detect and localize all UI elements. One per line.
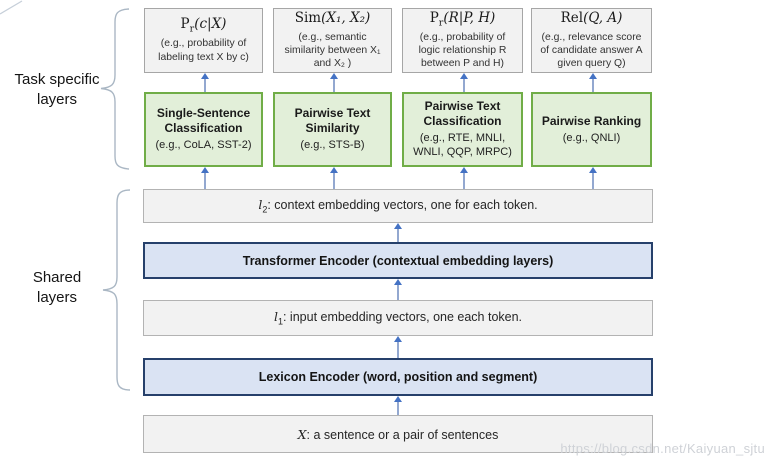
watermark-url: https://blog.csdn.net/Kaiyuan_sjtu xyxy=(560,441,765,456)
module-title: Pairwise Text Similarity xyxy=(294,106,371,136)
module-pairwise-ranking: Pairwise Ranking (e.g., QNLI) xyxy=(531,92,652,167)
top-left-artifact-line xyxy=(0,0,23,15)
flow-arrow-up xyxy=(329,167,338,189)
formula-caption: (e.g., semantic similarity between X₁ an… xyxy=(284,31,381,70)
formula-caption: (e.g., probability of labeling text X by… xyxy=(158,38,249,63)
flow-arrow-up xyxy=(200,167,209,189)
module-pairwise-text-similarity: Pairwise Text Similarity (e.g., STS-B) xyxy=(273,92,392,167)
module-examples: (e.g., RTE, MNLI, WNLI, QQP, MRPC) xyxy=(413,132,512,158)
formula-rel-q-a: Rel(Q, A) xyxy=(560,9,623,26)
lexicon-encoder-bar: Lexicon Encoder (word, position and segm… xyxy=(143,358,653,396)
formula-caption: (e.g., relevance score of candidate answ… xyxy=(540,31,643,70)
task-specific-label-line2: layers xyxy=(36,91,77,109)
task-specific-layers-label: Task specific layers xyxy=(4,70,110,111)
module-examples: (e.g., QNLI) xyxy=(562,131,621,144)
flow-arrow-up xyxy=(393,336,402,358)
input-bar-label: X: a sentence or a pair of sentences xyxy=(297,426,499,442)
shared-label-line2: layers xyxy=(36,289,77,307)
module-pairwise-text-classification: Pairwise Text Classification (e.g., RTE,… xyxy=(402,92,523,167)
module-examples: (e.g., CoLA, SST-2) xyxy=(155,139,252,152)
flow-arrow-up xyxy=(329,73,338,92)
flow-arrow-up xyxy=(588,73,597,92)
flow-arrow-up xyxy=(393,396,402,415)
module-title: Pairwise Text Classification xyxy=(423,99,502,129)
l1-bar-label: l1: input embedding vectors, one each to… xyxy=(273,309,523,327)
module-single-sentence-classification: Single-Sentence Classification (e.g., Co… xyxy=(144,92,263,167)
module-examples: (e.g., STS-B) xyxy=(300,139,365,152)
module-title: Pairwise Ranking xyxy=(541,113,642,128)
formula-pr-c-x: Pr(c|X) xyxy=(180,16,227,36)
module-title: Single-Sentence Classification xyxy=(156,106,251,136)
shared-label-line1: Shared xyxy=(32,269,82,286)
flow-arrow-up xyxy=(588,167,597,189)
task-output-box-similarity: Sim(X₁, X₂) (e.g., semantic similarity b… xyxy=(273,8,392,73)
formula-sim-x1-x2: Sim(X₁, X₂) xyxy=(294,9,371,26)
transformer-encoder-label: Transformer Encoder (contextual embeddin… xyxy=(242,253,554,268)
l1-input-embedding-bar: l1: input embedding vectors, one each to… xyxy=(143,300,653,336)
task-output-box-ranking: Rel(Q, A) (e.g., relevance score of cand… xyxy=(531,8,652,73)
flow-arrow-up xyxy=(393,223,402,242)
shared-layers-label: Shared layers xyxy=(4,268,110,309)
transformer-encoder-bar: Transformer Encoder (contextual embeddin… xyxy=(143,242,653,279)
flow-arrow-up xyxy=(393,279,402,300)
input-sentence-bar: X: a sentence or a pair of sentences xyxy=(143,415,653,453)
formula-caption: (e.g., probability of logic relationship… xyxy=(418,31,507,70)
task-output-box-pairwise-classification: Pr(R|P, H) (e.g., probability of logic r… xyxy=(402,8,523,73)
flow-arrow-up xyxy=(459,73,468,92)
l2-context-embedding-bar: l2: context embedding vectors, one for e… xyxy=(143,189,653,223)
lexicon-encoder-label: Lexicon Encoder (word, position and segm… xyxy=(258,370,538,384)
flow-arrow-up xyxy=(459,167,468,189)
task-output-box-classification: Pr(c|X) (e.g., probability of labeling t… xyxy=(144,8,263,73)
formula-pr-r-p-h: Pr(R|P, H) xyxy=(429,9,496,29)
flow-arrow-up xyxy=(200,73,209,92)
l2-bar-label: l2: context embedding vectors, one for e… xyxy=(258,197,538,215)
task-specific-label-line1: Task specific xyxy=(14,71,100,88)
